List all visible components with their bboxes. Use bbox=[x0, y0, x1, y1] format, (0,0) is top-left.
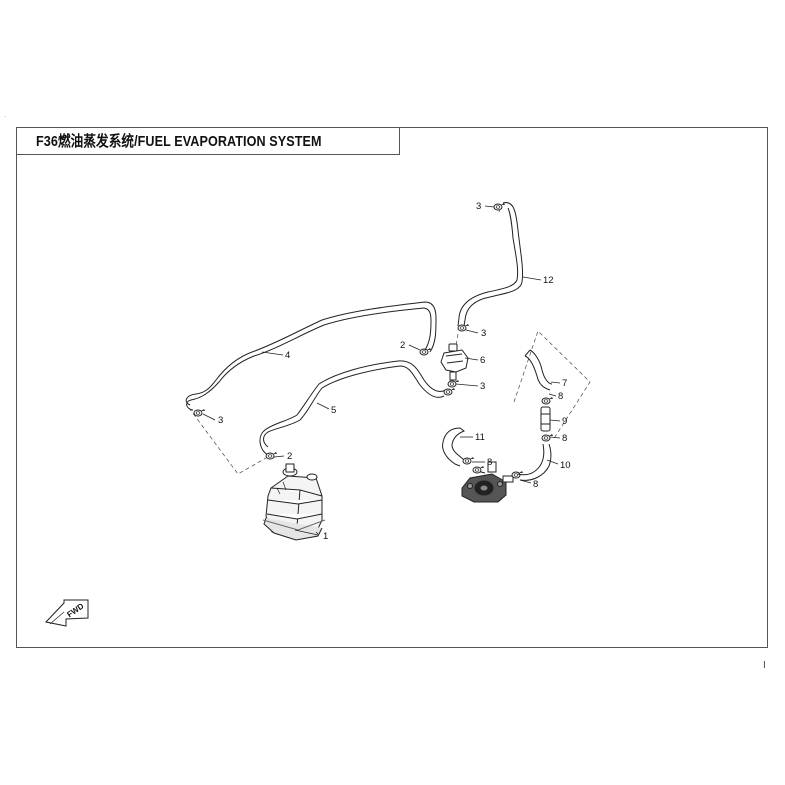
hose-5 bbox=[259, 360, 447, 456]
callout-7: 7 bbox=[562, 378, 567, 389]
callout-8-upper: 8 bbox=[558, 391, 563, 402]
callout-6: 6 bbox=[480, 355, 485, 366]
hose-12 bbox=[457, 202, 523, 327]
hose-11 bbox=[442, 427, 466, 467]
clamp-5-lower bbox=[265, 451, 278, 460]
diagram-frame bbox=[16, 127, 768, 648]
fwd-arrow-icon: FWD bbox=[45, 599, 89, 627]
callout-5: 5 bbox=[331, 405, 336, 416]
clamp-top bbox=[493, 202, 506, 211]
callout-10: 10 bbox=[560, 460, 571, 471]
callout-2-upper: 2 bbox=[400, 340, 405, 351]
title-box bbox=[16, 127, 400, 155]
guide-lines bbox=[188, 208, 591, 475]
pump-assembly bbox=[461, 461, 514, 503]
callout-8-left: 8 bbox=[487, 457, 492, 468]
callout-9: 9 bbox=[562, 416, 567, 427]
callout-2-lower: 2 bbox=[287, 451, 292, 462]
hose-7 bbox=[524, 349, 553, 391]
callout-numbers: 1 2 2 3 3 3 3 4 5 6 7 8 8 8 8 9 10 11 12 bbox=[218, 201, 571, 542]
callout-3-left: 3 bbox=[218, 415, 223, 426]
leader-lines bbox=[202, 205, 561, 536]
callout-4: 4 bbox=[285, 350, 290, 361]
clamp-9-upper bbox=[541, 396, 554, 405]
hose-10 bbox=[517, 443, 552, 481]
callout-1: 1 bbox=[323, 531, 328, 542]
page-mark: I bbox=[763, 660, 766, 671]
canister-1 bbox=[262, 463, 326, 541]
callout-3-top: 3 bbox=[476, 201, 481, 212]
callout-8-lower: 8 bbox=[533, 479, 538, 490]
callout-11: 11 bbox=[475, 432, 485, 443]
valve-9 bbox=[540, 406, 551, 432]
clamp-11 bbox=[462, 456, 475, 465]
corner-mark: . bbox=[4, 110, 7, 119]
callout-8-middle: 8 bbox=[562, 433, 567, 444]
diagram-title: F36燃油蒸发系统/FUEL EVAPORATION SYSTEM bbox=[36, 133, 322, 150]
callout-3-lower: 3 bbox=[480, 381, 485, 392]
callout-12: 12 bbox=[543, 275, 554, 286]
hose-4 bbox=[185, 301, 437, 411]
valve-6 bbox=[440, 343, 469, 381]
clamp-4-left bbox=[193, 408, 206, 417]
callout-3-valve: 3 bbox=[481, 328, 486, 339]
clamp-6-lower bbox=[447, 379, 460, 388]
clamp-5-upper bbox=[443, 387, 456, 396]
